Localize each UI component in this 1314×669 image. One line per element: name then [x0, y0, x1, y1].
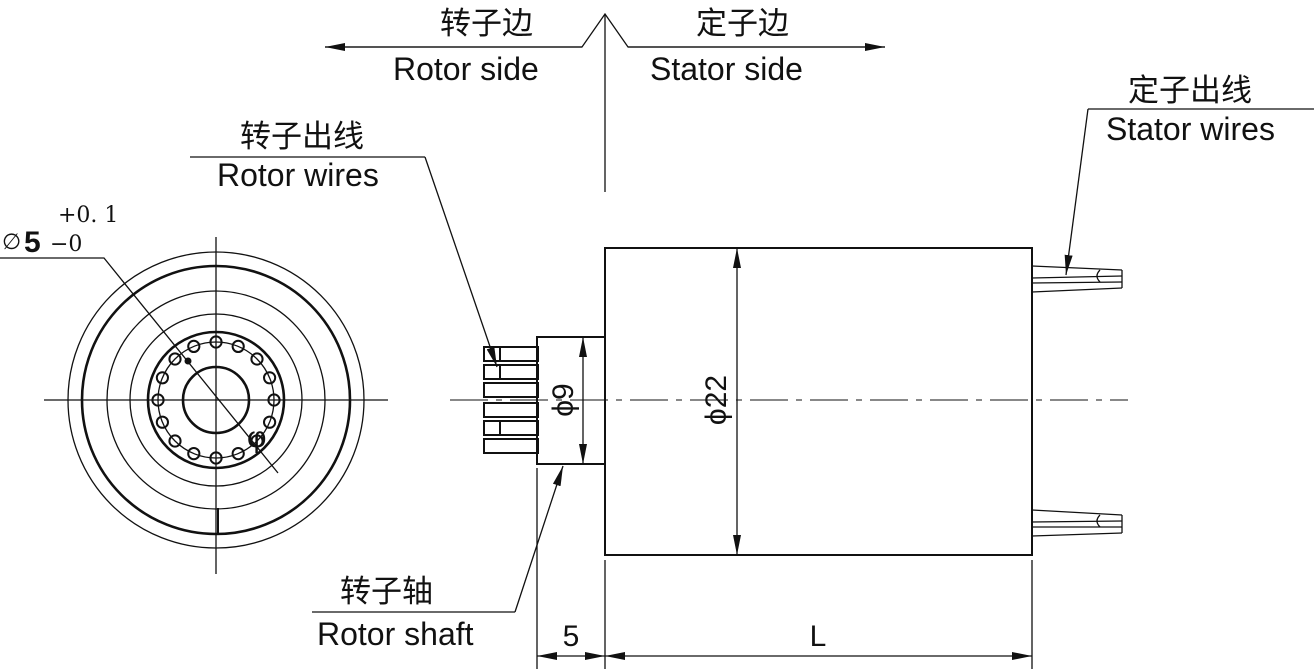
body-diameter-label: ϕ22 [700, 375, 733, 425]
wire-hole [231, 339, 245, 353]
bore-circle [181, 365, 251, 435]
rotor-shaft-cn: 转子轴 [340, 574, 433, 610]
wire-hole [250, 352, 264, 366]
wire-hole [209, 451, 223, 465]
wire-hole [187, 339, 201, 353]
wire-hole [168, 434, 182, 448]
rotor-side-cn: 转子边 [440, 6, 533, 42]
body-length-label: L [810, 620, 827, 653]
length-dimensions: 5 L [536, 468, 1033, 669]
stator-wire-bottom [1031, 509, 1123, 537]
wire-hole [187, 447, 201, 461]
hole-ring-pitch [157, 341, 275, 459]
stator-side-cn: 定子边 [696, 6, 789, 42]
rotor-wires-callout: 转子出线 Rotor wires [190, 119, 498, 368]
wire-hole [263, 371, 277, 385]
rotor-shaft-callout: 转子轴 Rotor shaft [312, 465, 564, 652]
wire-hole [155, 371, 169, 385]
wire-hole [231, 447, 245, 461]
hole-ring-outer [146, 330, 286, 470]
stator-wires-cn: 定子出线 [1128, 73, 1252, 109]
bore-tol-lower: −0 [50, 232, 82, 257]
stator-wires-callout: 定子出线 Stator wires [1064, 73, 1314, 276]
body-circle [80, 264, 352, 536]
rotor-wires-en: Rotor wires [217, 157, 379, 193]
rotor-side-en: Rotor side [393, 51, 539, 87]
bore-leader-dot [184, 357, 192, 365]
diameter-symbol: ∅ [2, 230, 21, 255]
stator-wires-en: Stator wires [1106, 111, 1275, 147]
wire-hole [151, 393, 165, 407]
stator-wire-top [1031, 265, 1123, 293]
rotor-shaft-en: Rotor shaft [317, 616, 474, 652]
ring-circle-1 [106, 290, 326, 510]
side-indicator: 转子边 Rotor side 定子边 Stator side [325, 6, 885, 192]
shaft-diameter-label: ϕ9 [547, 383, 580, 417]
bore-value: 5 [24, 226, 41, 259]
slip-ring-body [604, 247, 1033, 556]
outer-flange-circle [67, 251, 365, 549]
bore-callout: ∅ 5 +0. 1 −0 [2, 203, 118, 259]
wire-hole [155, 415, 169, 429]
wire-hole [263, 415, 277, 429]
end-view: φ [0, 237, 388, 574]
shaft-length-label: 5 [563, 620, 580, 653]
bore-leader-phi-icon: φ [247, 421, 266, 454]
rotor-wires-cn: 转子出线 [240, 119, 364, 155]
stator-side-en: Stator side [650, 51, 803, 87]
bore-leader [0, 257, 279, 474]
wire-hole [209, 335, 223, 349]
wire-hole [168, 352, 182, 366]
ring-circle-2 [129, 313, 303, 487]
bore-tol-upper: +0. 1 [58, 203, 118, 228]
wire-hole [267, 393, 281, 407]
